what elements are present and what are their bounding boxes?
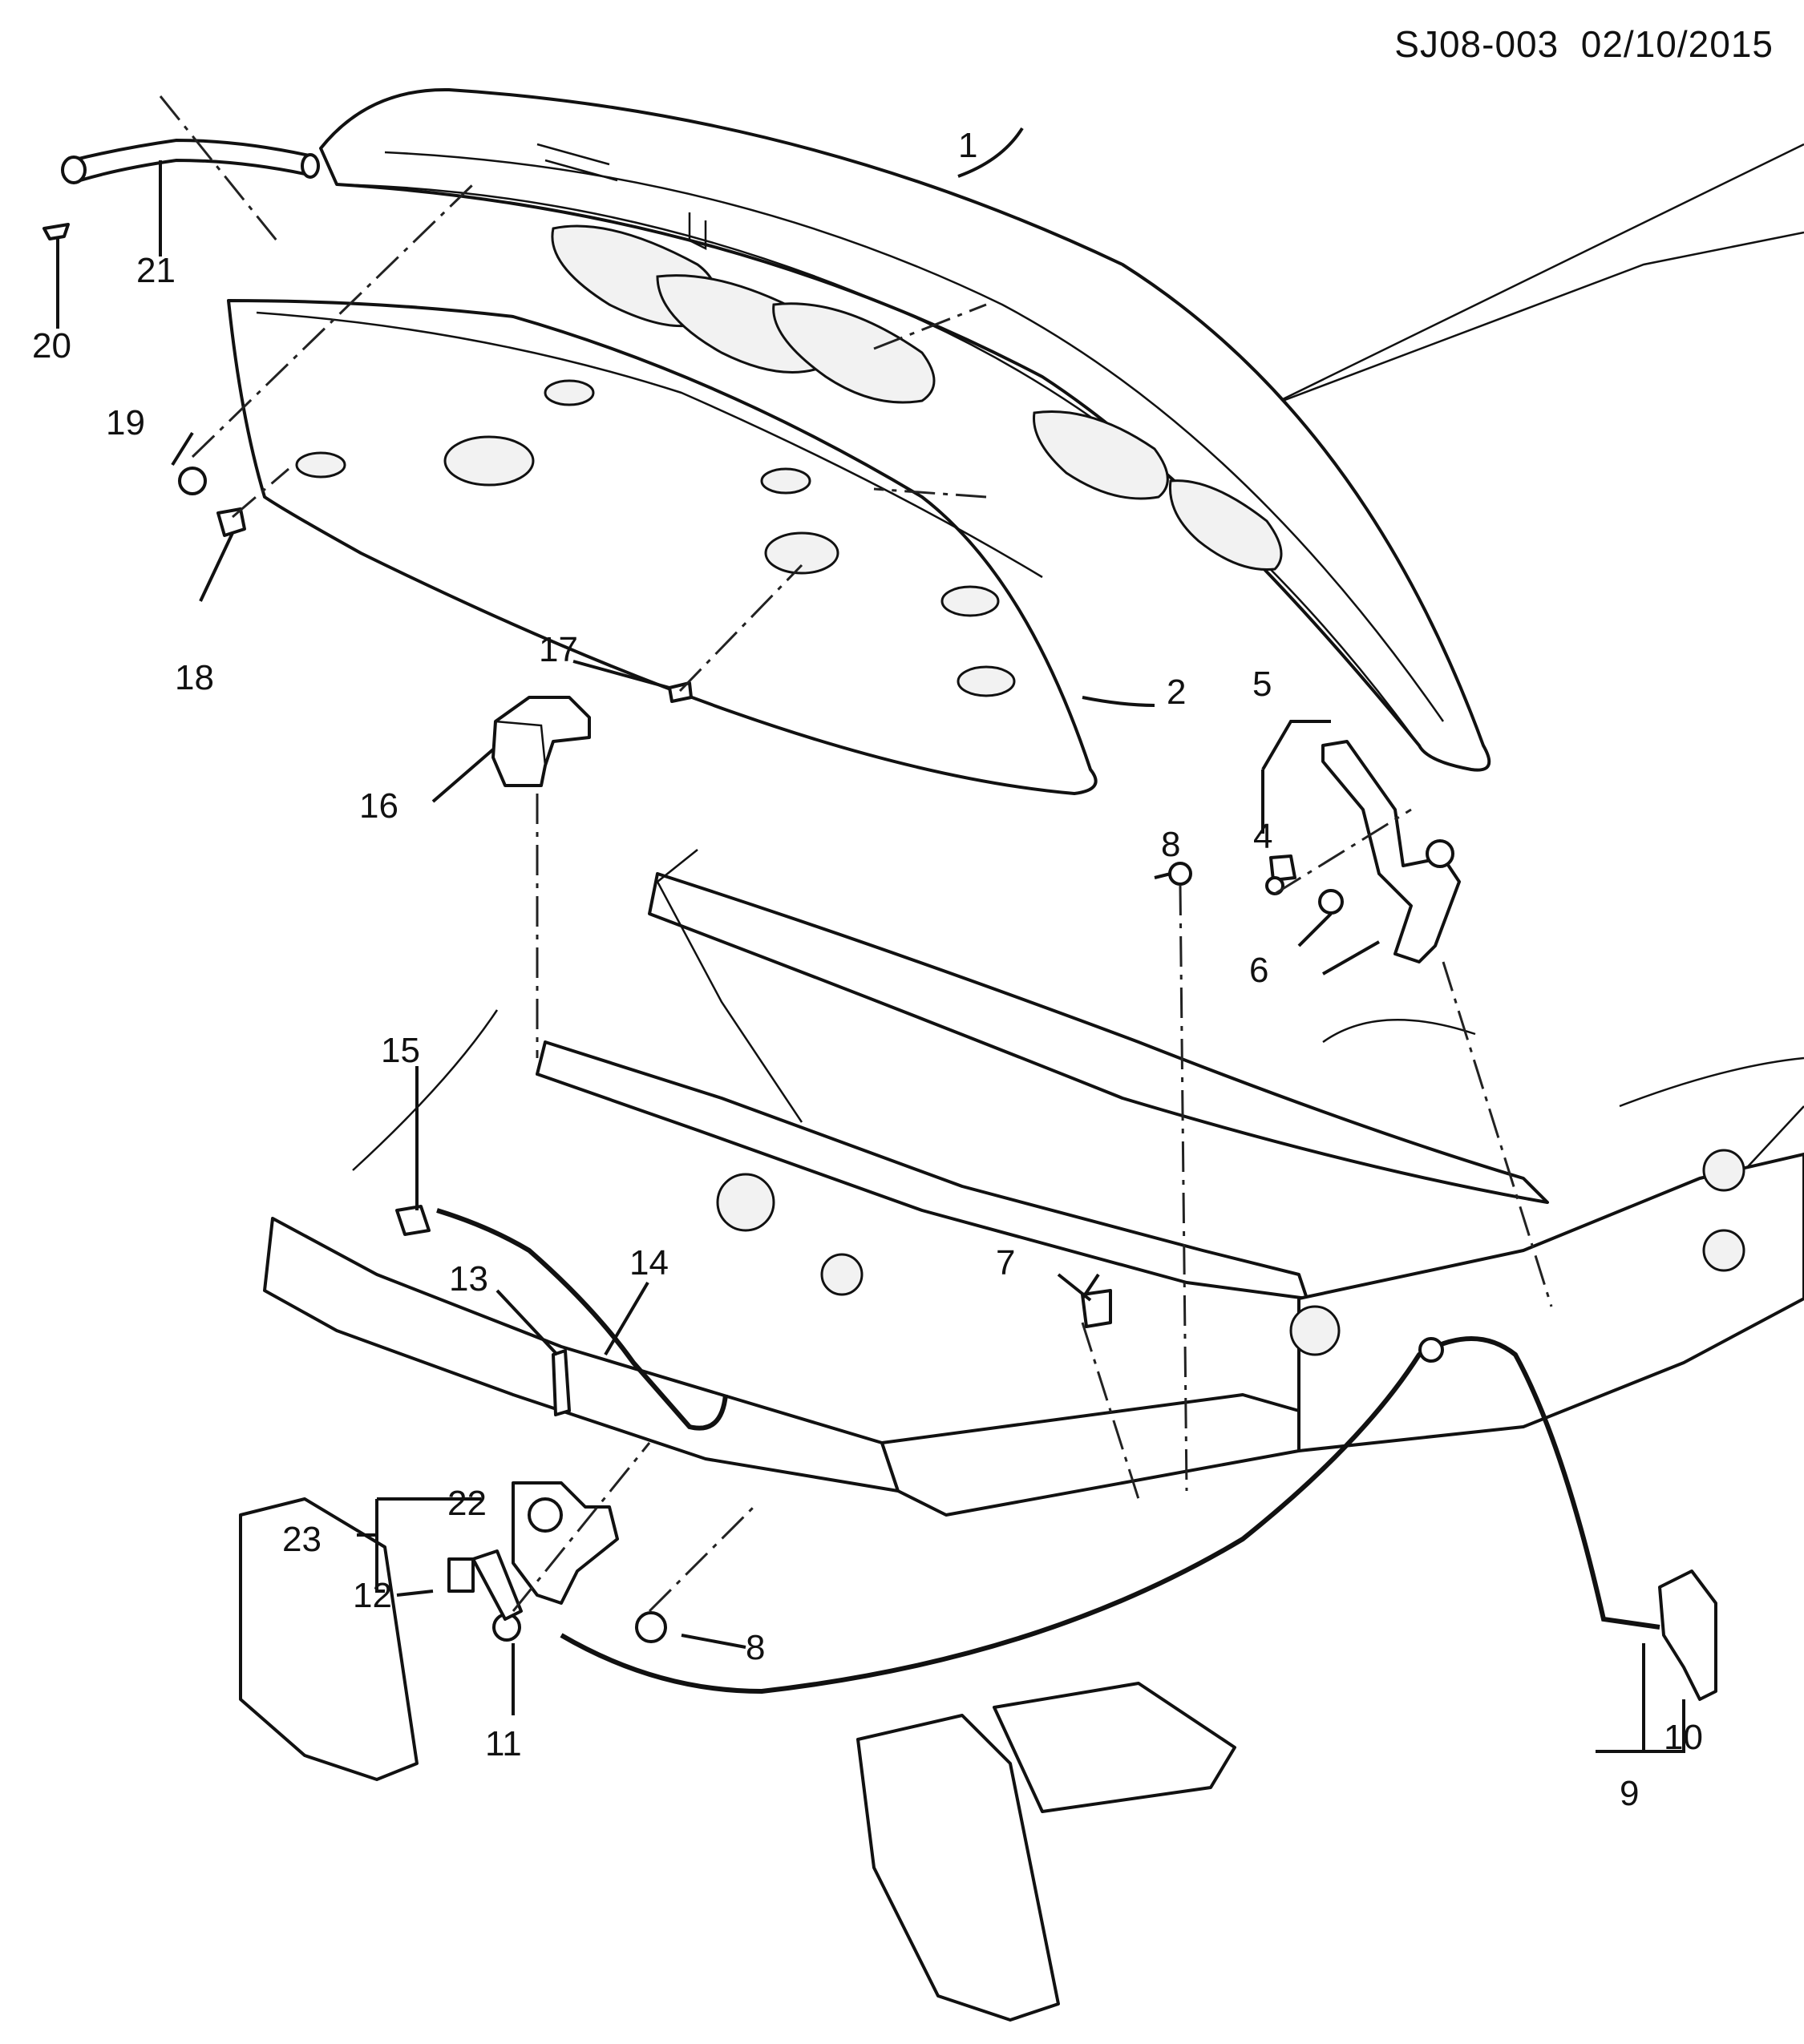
callout-10: 10 [1664, 1718, 1703, 1757]
callout-22: 22 [447, 1484, 487, 1523]
callout-20: 20 [32, 326, 71, 366]
callout-labels: 1 2 4 5 6 7 8 8 9 10 11 12 13 14 15 16 1… [32, 126, 1703, 1813]
document-header: SJ08-003 02/10/2015 [1394, 22, 1774, 66]
windshield-outline [1246, 143, 1804, 1219]
nut-8a [1168, 862, 1192, 886]
bolt-6 [1318, 889, 1344, 915]
callout-2: 2 [1167, 673, 1186, 712]
hood-insulator [227, 299, 1098, 795]
callout-14: 14 [629, 1243, 669, 1283]
hood-seal-strip [61, 139, 320, 184]
callout-1: 1 [958, 126, 977, 165]
callout-8b: 8 [746, 1628, 765, 1667]
callout-13: 13 [449, 1259, 488, 1299]
callout-12: 12 [353, 1576, 392, 1615]
nut-8b [635, 1611, 667, 1643]
callout-7: 7 [996, 1243, 1015, 1283]
push-pin-clip [42, 223, 70, 240]
prop-rod [395, 1205, 1112, 1431]
leader-lines [56, 127, 1685, 1753]
callout-19: 19 [106, 403, 145, 442]
callout-17: 17 [539, 630, 578, 669]
prop-rod-support [552, 1349, 571, 1416]
fasteners [42, 223, 1344, 1643]
grommet [1269, 854, 1296, 882]
phantom-lines [159, 95, 1553, 1613]
prop-rod-clip [395, 1205, 431, 1236]
doc-code: SJ08-003 [1394, 23, 1559, 65]
hood-panel [319, 87, 1491, 772]
callout-5: 5 [1252, 665, 1272, 704]
hood-release-cable [560, 1336, 1717, 1701]
bumper-stop [178, 467, 207, 495]
callout-18: 18 [175, 658, 214, 697]
callout-15: 15 [381, 1031, 420, 1070]
callout-9: 9 [1620, 1774, 1639, 1813]
callout-6: 6 [1249, 951, 1268, 990]
latch-actuator [491, 696, 591, 787]
callout-23: 23 [282, 1520, 322, 1559]
callout-16: 16 [359, 786, 398, 826]
callout-21: 21 [136, 251, 176, 290]
pin-retainer [668, 681, 693, 703]
retainer-clip [216, 507, 246, 537]
doc-date: 02/10/2015 [1580, 23, 1774, 65]
front-body-structure [239, 849, 1804, 2022]
callout-4: 4 [1253, 817, 1272, 856]
callout-11: 11 [485, 1724, 522, 1763]
callout-8a: 8 [1161, 825, 1180, 864]
